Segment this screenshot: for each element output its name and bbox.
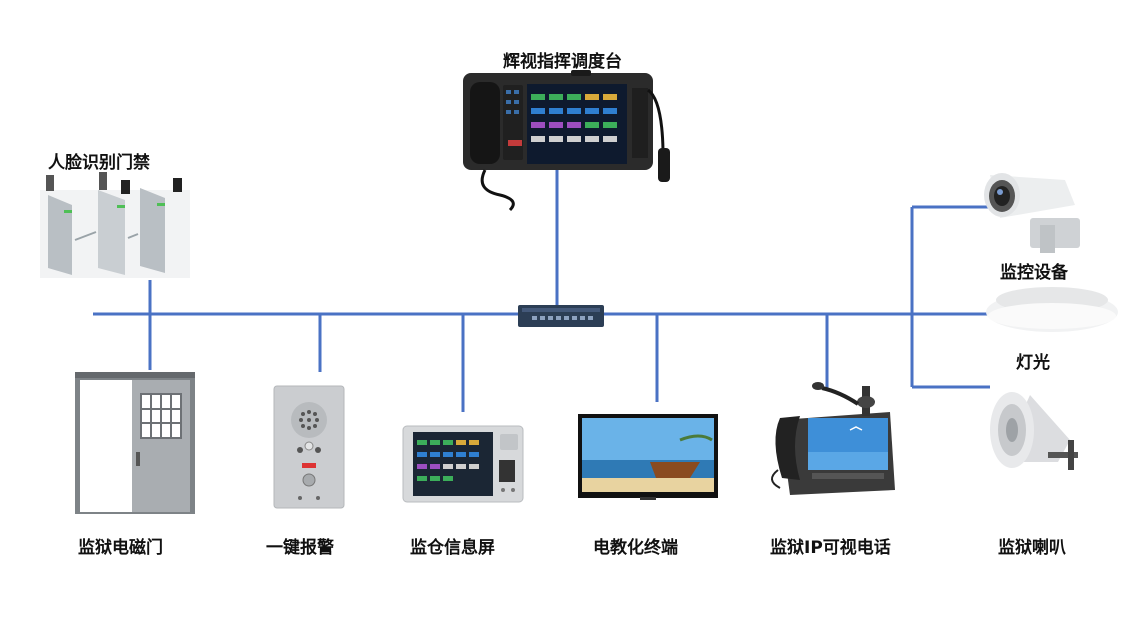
connection-lines	[93, 170, 1000, 412]
face-gate-label: 人脸识别门禁	[48, 153, 150, 173]
horn-speaker-device	[990, 392, 1078, 470]
console-label: 辉视指挥调度台	[503, 52, 622, 72]
horn-label: 监狱喇叭	[998, 538, 1066, 558]
cell-screen-device	[402, 425, 524, 503]
dispatch-console-device	[463, 70, 670, 212]
door-device	[75, 372, 195, 514]
network-switch	[518, 305, 604, 327]
door-label: 监狱电磁门	[78, 538, 163, 558]
camera-label: 监控设备	[1000, 263, 1068, 283]
tv-label: 电教化终端	[593, 538, 678, 558]
cell-screen-label: 监仓信息屏	[410, 538, 495, 558]
alarm-label: 一键报警	[266, 538, 334, 558]
camera-device	[984, 173, 1080, 253]
face-gate-device	[40, 172, 190, 278]
tv-device	[578, 414, 718, 500]
ip-phone-device	[771, 382, 895, 495]
ceiling-light-device	[986, 287, 1118, 332]
ip-phone-label: 监狱IP可视电话	[770, 538, 891, 558]
alarm-panel-device	[273, 385, 345, 509]
light-label: 灯光	[1016, 353, 1050, 373]
